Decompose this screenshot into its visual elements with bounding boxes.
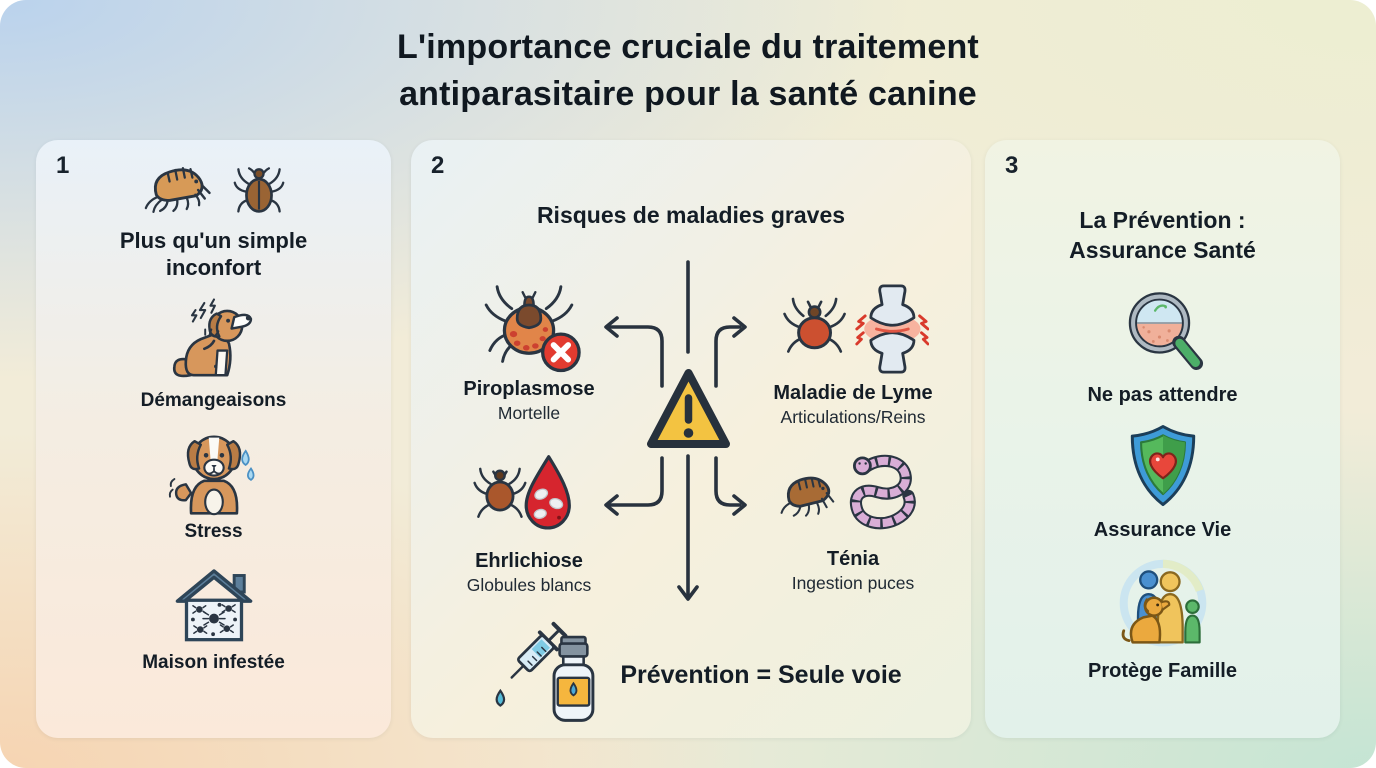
item-label: Assurance Vie	[1093, 518, 1232, 541]
panel-prevention: 3 La Prévention : Assurance Santé	[985, 140, 1340, 738]
item-label: Ne pas attendre	[1087, 383, 1238, 406]
disease-node-tenia: Ténia Ingestion puces	[743, 444, 963, 594]
panel-number: 3	[1005, 152, 1019, 179]
disease-node-ehrlichiose: Ehrlichiose Globules blancs	[419, 446, 639, 596]
panel-discomfort: 1	[36, 140, 391, 738]
item-label: Protège Famille	[1088, 659, 1237, 682]
panel-heading: Plus qu'un simple inconfort	[119, 228, 308, 280]
panel-number: 2	[431, 152, 445, 179]
page-title: L'importance cruciale du traitement anti…	[397, 28, 979, 113]
disease-name: Ténia	[826, 548, 880, 570]
parasites-icon-row	[143, 156, 285, 218]
syringe-vial-icon	[480, 620, 604, 730]
arrows-and-warning-diagram	[604, 260, 747, 601]
tick-danger-icon	[470, 274, 588, 376]
shield-heart-icon	[1123, 423, 1203, 509]
panel-heading: Risques de maladies graves	[536, 202, 846, 228]
item-label: Démangeaisons	[140, 389, 287, 411]
disease-name: Maladie de Lyme	[773, 382, 933, 404]
disease-detail: Globules blancs	[466, 575, 592, 595]
tick-icon	[233, 160, 285, 218]
item-label: Maison infestée	[142, 651, 285, 673]
disease-node-lyme: Maladie de Lyme Articulations/Reins	[743, 278, 963, 428]
family-icon	[1113, 556, 1213, 652]
tick-joint-icon	[777, 278, 929, 380]
item-label: Stress	[184, 520, 243, 542]
flea-icon	[143, 162, 219, 218]
dog-stressed-icon	[166, 428, 262, 516]
disease-detail: Ingestion puces	[791, 573, 915, 593]
panel-heading: La Prévention : Assurance Santé	[1069, 207, 1256, 263]
disease-name: Ehrlichiose	[475, 550, 583, 572]
flea-tapeworm-icon	[778, 444, 928, 546]
disease-node-piroplasmose: Piroplasmose Mortelle	[419, 274, 639, 424]
disease-name: Piroplasmose	[463, 378, 595, 400]
infested-house-icon	[168, 559, 260, 647]
conclusion-row: Prévention = Seule voie	[411, 620, 971, 730]
magnifier-icon	[1119, 286, 1207, 374]
warning-triangle-icon	[647, 369, 730, 448]
panel-number: 1	[56, 152, 70, 179]
dog-scratching-icon	[162, 296, 266, 384]
panel-disease-risks: 2 Risques de maladies graves	[411, 140, 971, 738]
disease-detail: Mortelle	[497, 403, 561, 423]
disease-detail: Articulations/Reins	[780, 407, 926, 427]
tick-blood-icon	[471, 446, 587, 548]
conclusion-text: Prévention = Seule voie	[620, 660, 902, 689]
